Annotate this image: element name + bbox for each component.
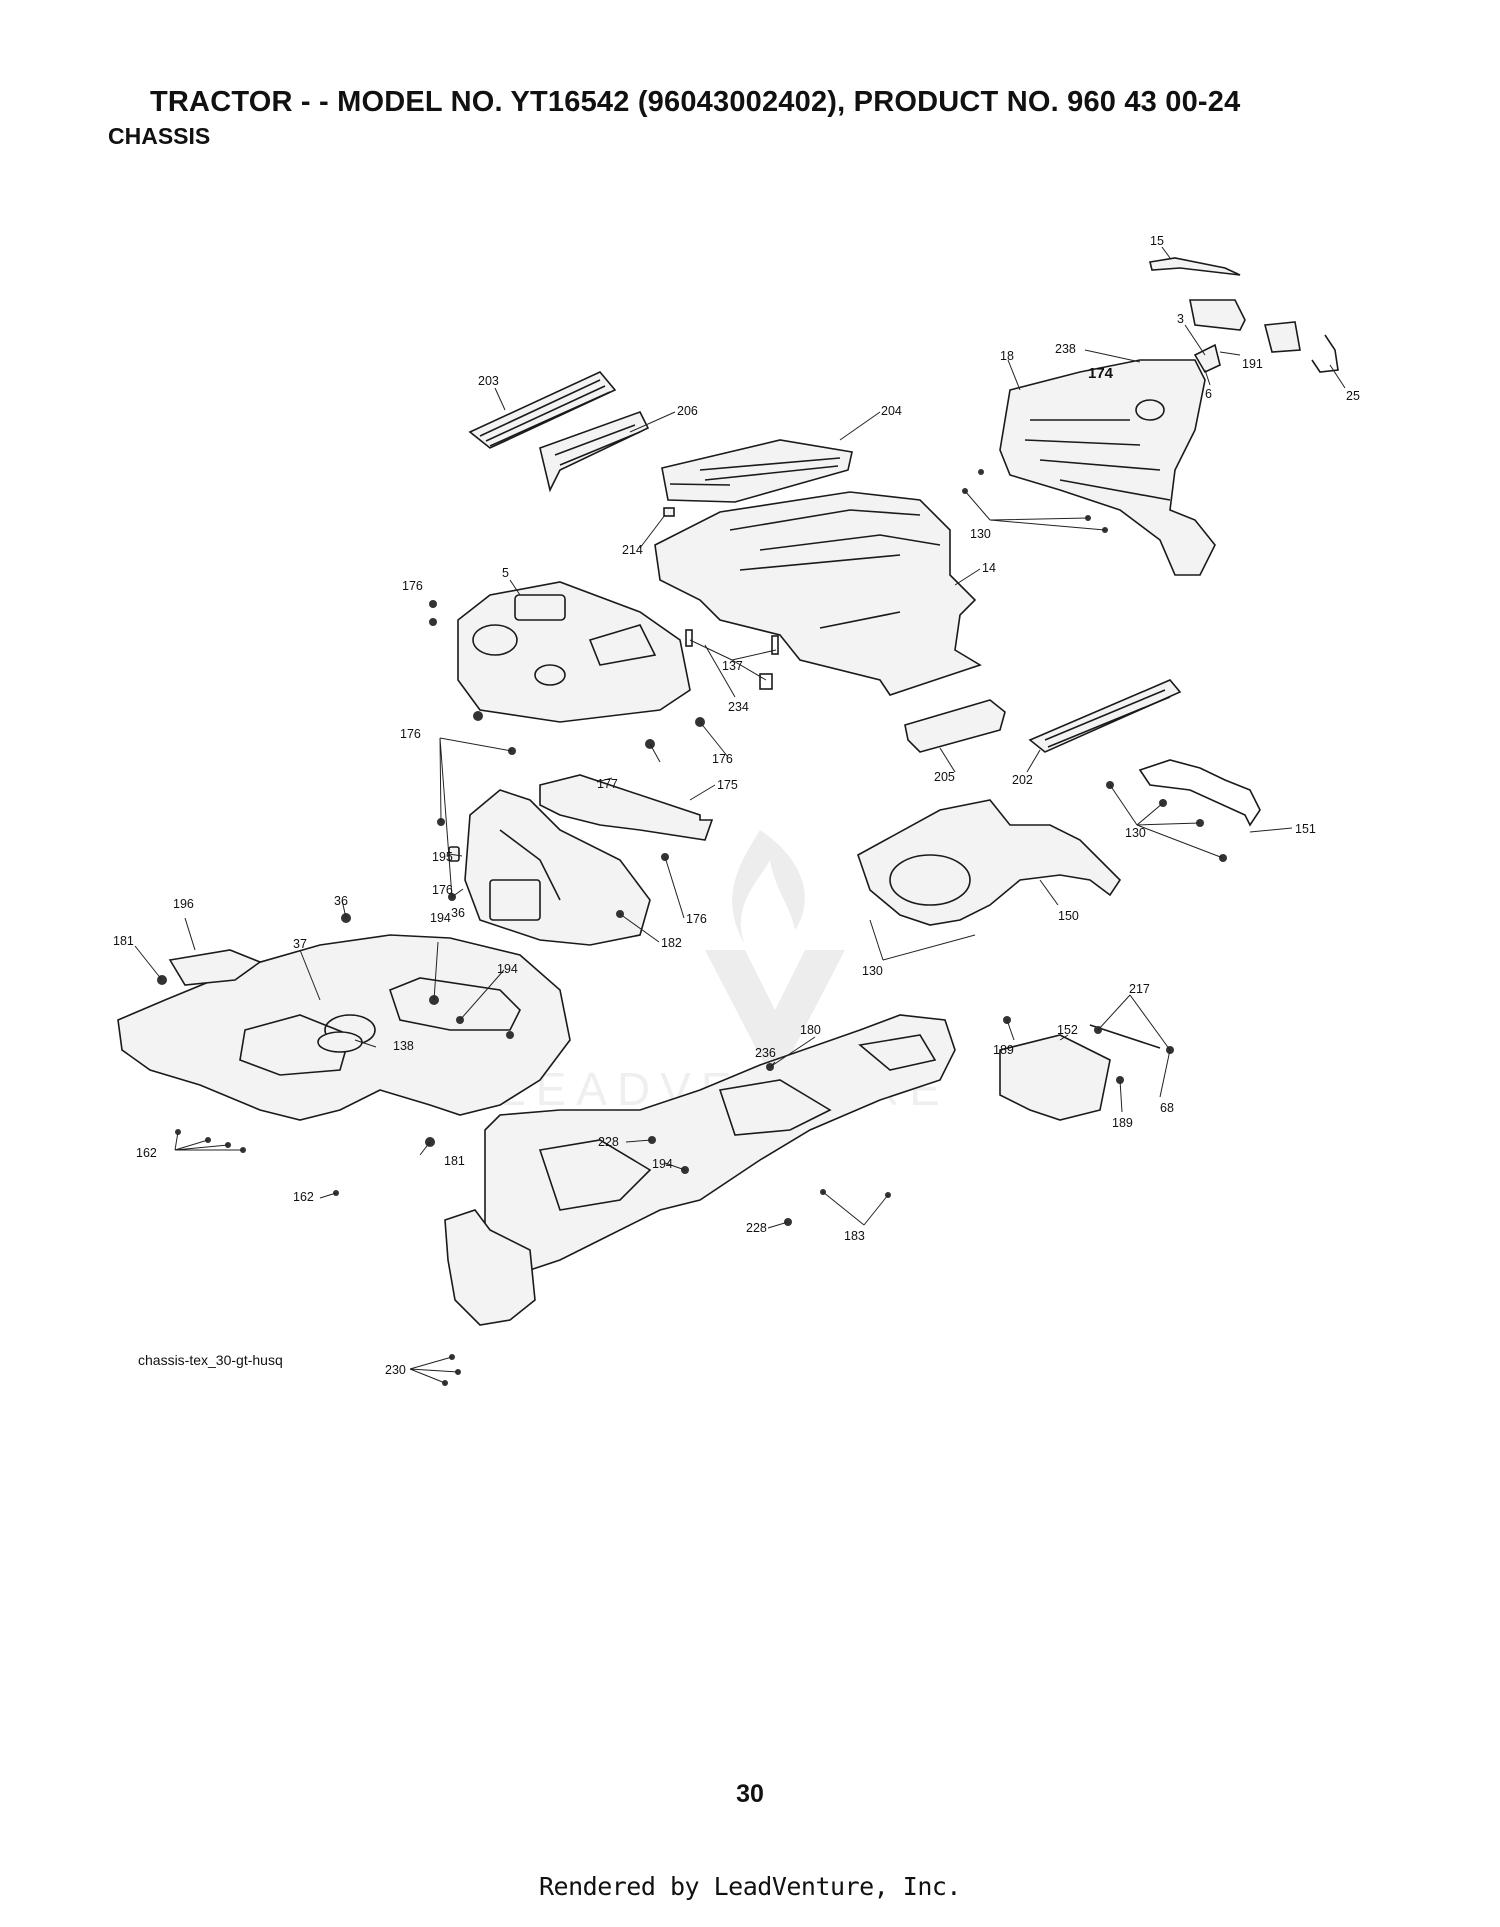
callout-189-b: 189 <box>1112 1116 1133 1130</box>
callout-217: 217 <box>1129 982 1150 996</box>
footer-credit: Rendered by LeadVenture, Inc. <box>539 1872 962 1901</box>
part-206-duct <box>539 411 650 493</box>
callout-181-b: 181 <box>444 1154 465 1168</box>
callout-228-a: 228 <box>598 1135 619 1149</box>
callout-176-a: 176 <box>402 579 423 593</box>
part-137-decal <box>685 629 779 690</box>
callout-5: 5 <box>502 566 509 580</box>
part-202-grille <box>1028 679 1182 753</box>
callout-6: 6 <box>1205 387 1212 401</box>
page-title: TRACTOR - - MODEL NO. YT16542 (960430024… <box>150 86 1241 118</box>
callout-37: 37 <box>293 937 307 951</box>
callout-174: 174 <box>1088 365 1114 382</box>
callout-152: 152 <box>1057 1023 1078 1037</box>
callout-137: 137 <box>722 659 743 673</box>
callout-15: 15 <box>1150 234 1164 248</box>
callout-238: 238 <box>1055 342 1076 356</box>
callout-194-c: 194 <box>652 1157 673 1171</box>
part-14-dash-panel <box>654 491 982 696</box>
callout-230: 230 <box>385 1363 406 1377</box>
callout-176-d: 176 <box>432 883 453 897</box>
section-title: CHASSIS <box>108 123 211 149</box>
part-191-lens <box>1189 299 1301 353</box>
page-number: 30 <box>736 1780 764 1808</box>
callout-36-a: 36 <box>334 894 348 908</box>
callout-195: 195 <box>432 850 453 864</box>
callout-206: 206 <box>677 404 698 418</box>
callout-205: 205 <box>934 770 955 784</box>
part-15-hood-trim <box>1149 257 1241 276</box>
hardware-fasteners <box>157 469 1227 1386</box>
part-152-shield <box>999 1034 1111 1121</box>
part-196-pedal <box>168 949 262 986</box>
callout-189-a: 189 <box>993 1043 1014 1057</box>
part-25-trim <box>1311 334 1339 373</box>
callout-181-a: 181 <box>113 934 134 948</box>
callout-204: 204 <box>881 404 902 418</box>
part-230-front-bracket <box>444 1209 536 1326</box>
callout-180: 180 <box>800 1023 821 1037</box>
drawing-file-id: chassis-tex_30-gt-husq <box>138 1352 283 1368</box>
callout-36-b: 36 <box>451 906 465 920</box>
callout-130-cover: 130 <box>862 964 883 978</box>
callout-175: 175 <box>717 778 738 792</box>
callout-130-bracket: 130 <box>1125 826 1146 840</box>
part-150-mower-cover <box>857 799 1122 926</box>
part-138-grommet <box>317 1031 363 1053</box>
part-3-6-headlight <box>1193 343 1221 374</box>
callout-25: 25 <box>1346 389 1360 403</box>
callout-151: 151 <box>1295 822 1316 836</box>
callout-130-hood: 130 <box>970 527 991 541</box>
callout-150: 150 <box>1058 909 1079 923</box>
callout-183: 183 <box>844 1229 865 1243</box>
callout-3: 3 <box>1177 312 1184 326</box>
part-5-hood-console <box>457 581 691 723</box>
part-205-duct <box>904 699 1006 753</box>
callout-191: 191 <box>1242 357 1263 371</box>
callout-182: 182 <box>661 936 682 950</box>
callout-202: 202 <box>1012 773 1033 787</box>
callout-176-c: 176 <box>712 752 733 766</box>
callout-68: 68 <box>1160 1101 1174 1115</box>
callout-196: 196 <box>173 897 194 911</box>
part-203-grille <box>468 371 617 449</box>
callout-234: 234 <box>728 700 749 714</box>
callout-176-e: 176 <box>686 912 707 926</box>
callout-228-b: 228 <box>746 1221 767 1235</box>
part-175-bracket <box>539 774 714 841</box>
callout-236: 236 <box>755 1046 776 1060</box>
part-214-clip <box>663 507 675 517</box>
callout-203: 203 <box>478 374 499 388</box>
part-151-bracket <box>1138 759 1261 827</box>
callout-177: 177 <box>597 777 618 791</box>
part-204-vent <box>661 439 853 503</box>
callout-138: 138 <box>393 1039 414 1053</box>
leader-lines <box>134 246 1346 1384</box>
callout-labels: 15 3 191 25 6 238 18 174 130 203 206 204… <box>113 234 1360 1377</box>
callout-162-a: 162 <box>136 1146 157 1160</box>
callout-214: 214 <box>622 543 643 557</box>
callout-194-a: 194 <box>430 911 451 925</box>
callout-18: 18 <box>1000 349 1014 363</box>
part-182-lower-hood <box>464 789 651 946</box>
part-37-footrest <box>117 934 571 1121</box>
part-174-front-hood <box>999 359 1216 576</box>
callout-194-b: 194 <box>497 962 518 976</box>
callout-14: 14 <box>982 561 996 575</box>
callout-162-b: 162 <box>293 1190 314 1204</box>
callout-176-b: 176 <box>400 727 421 741</box>
